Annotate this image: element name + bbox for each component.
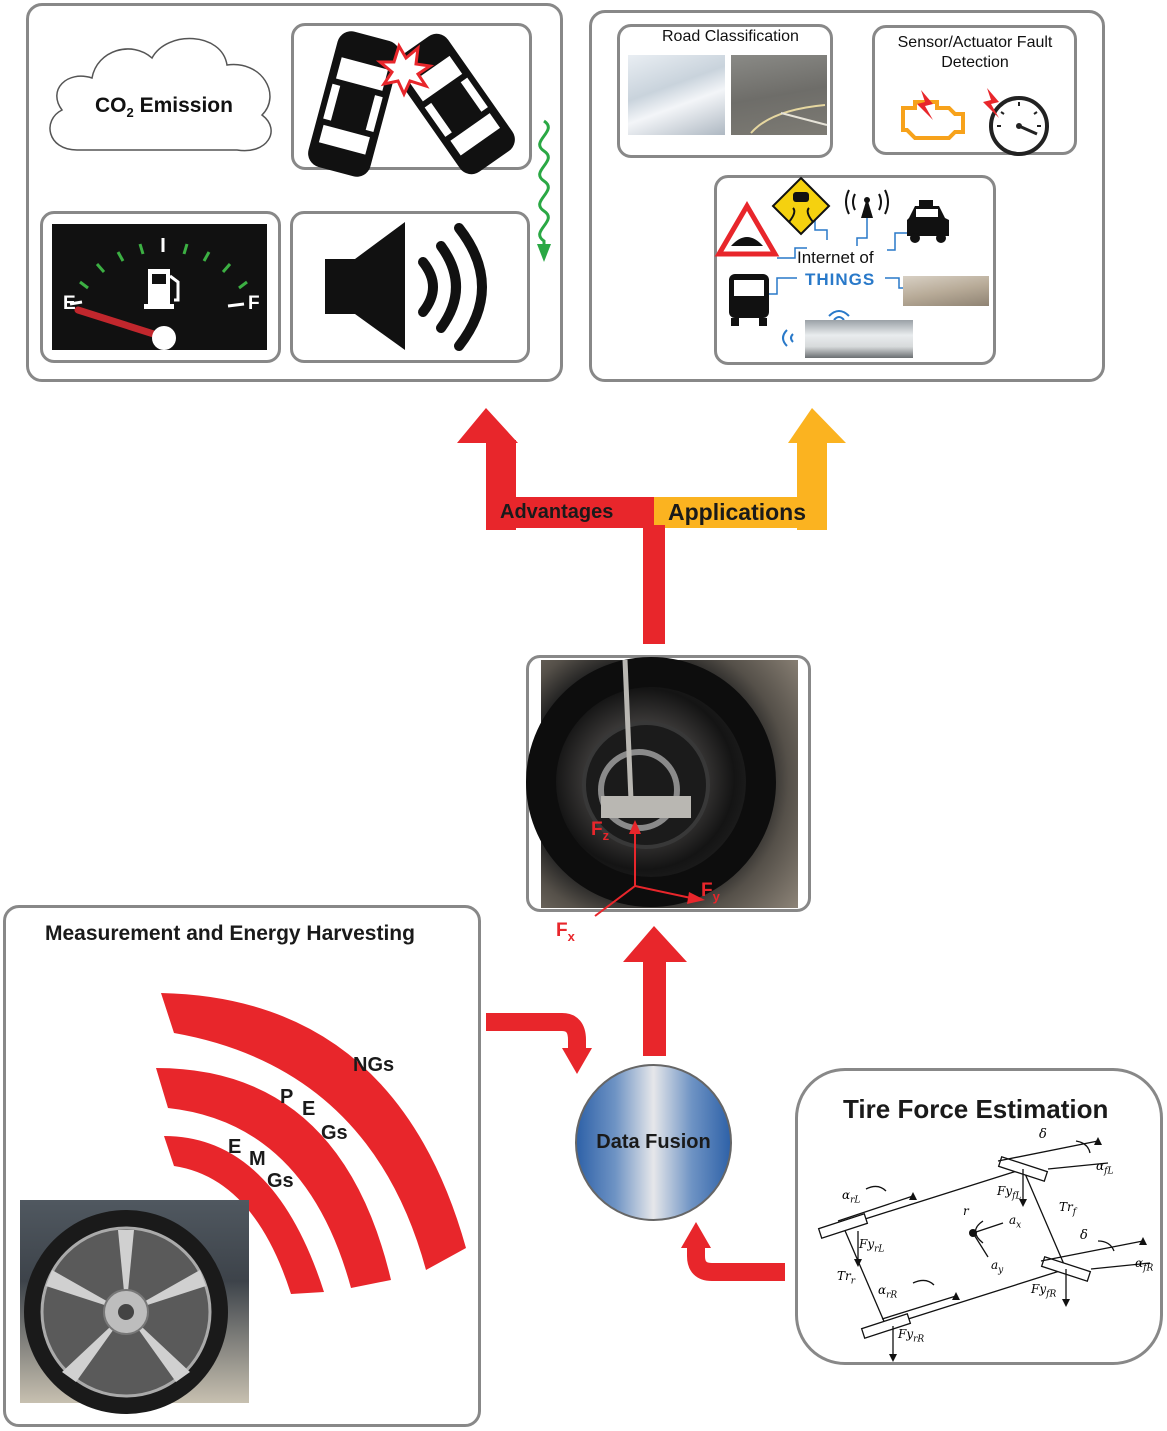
vehicle-model-diagram bbox=[817, 1137, 1151, 1362]
alpha-rl-label: αrL bbox=[842, 1188, 861, 1206]
cloud-icon bbox=[49, 37, 272, 152]
ngs-label: NGs bbox=[353, 1054, 395, 1076]
fault-detection-label: Sensor/Actuator Fault Detection bbox=[897, 34, 1053, 71]
fx-label: Fx bbox=[556, 920, 575, 944]
fy-rl-label: FyrL bbox=[859, 1237, 885, 1255]
data-fusion-node bbox=[575, 1064, 732, 1221]
alpha-fl-label: αfL bbox=[1096, 1159, 1114, 1177]
fz-label: Fz bbox=[591, 819, 610, 843]
road-classification-box: Road Classification bbox=[617, 24, 833, 158]
advantages-arrow-label: Advantages bbox=[500, 501, 614, 523]
fuel-full-label: F bbox=[248, 293, 260, 314]
emgs-e-label: E bbox=[228, 1136, 242, 1158]
tr-r-label: Trr bbox=[837, 1269, 856, 1287]
iot-label-line2: THINGS bbox=[805, 270, 876, 289]
fuel-gauge-box: E F bbox=[40, 211, 281, 363]
car-crash-box bbox=[291, 23, 532, 177]
road-classification-label: Road Classification bbox=[662, 28, 799, 45]
emgs-m-label: M bbox=[249, 1148, 266, 1170]
harvester-waves-icon bbox=[156, 993, 466, 1294]
measurement-panel: Measurement and Energy Harvesting NGs P … bbox=[3, 905, 481, 1427]
ax-label: ax bbox=[1009, 1213, 1022, 1231]
wheel-photo-box: Fz Fy bbox=[526, 655, 811, 917]
tire-force-panel: Tire Force Estimation bbox=[795, 1068, 1163, 1365]
speaker-icon bbox=[325, 222, 487, 351]
fy-label: Fy bbox=[701, 880, 720, 904]
pegs-gs-label: Gs bbox=[321, 1122, 348, 1144]
pegs-e-label: E bbox=[302, 1098, 316, 1120]
iot-label-line1: Internet of bbox=[797, 248, 874, 267]
suv-photo-image bbox=[805, 320, 913, 358]
tr-f-label: Trf bbox=[1059, 1200, 1077, 1218]
car-crash-icon bbox=[308, 31, 515, 177]
applications-arrow-label: Applications bbox=[668, 499, 807, 525]
fuel-gauge-icon bbox=[69, 238, 248, 350]
iot-network-icon bbox=[714, 176, 949, 347]
speedometer-icon bbox=[983, 88, 1049, 156]
iot-box: Internet of THINGS bbox=[714, 175, 996, 365]
fy-rr-label: FyrR bbox=[898, 1327, 925, 1345]
alpha-rr-label: αrR bbox=[878, 1283, 898, 1301]
data-fusion-label: Data Fusion bbox=[596, 1131, 711, 1153]
advantages-panel: CO2 Emission bbox=[26, 3, 563, 382]
snow-road-image bbox=[628, 55, 725, 135]
road-photo-image bbox=[903, 276, 989, 306]
tire-force-title: Tire Force Estimation bbox=[843, 1094, 1109, 1124]
vibration-wave-icon bbox=[537, 119, 551, 262]
fy-fr-label: FyfR bbox=[1031, 1282, 1057, 1300]
measurement-title: Measurement and Energy Harvesting bbox=[45, 922, 415, 945]
pegs-p-label: P bbox=[280, 1086, 294, 1108]
alloy-wheel-icon bbox=[24, 1210, 228, 1414]
delta-front-right-label: δ bbox=[1080, 1228, 1088, 1243]
alpha-fr-label: αfR bbox=[1135, 1256, 1154, 1274]
engine-warning-icon bbox=[901, 90, 965, 140]
applications-panel: Road Classification Sensor/Actuator Faul… bbox=[589, 10, 1105, 382]
noise-box bbox=[290, 211, 530, 363]
ay-label: ay bbox=[991, 1258, 1004, 1276]
fuel-empty-label: E bbox=[63, 293, 76, 314]
fault-detection-box: Sensor/Actuator Fault Detection bbox=[872, 25, 1077, 156]
delta-front-left-label: δ bbox=[1039, 1127, 1047, 1142]
fy-fl-label: FyfL bbox=[997, 1184, 1022, 1202]
yaw-rate-label: r bbox=[963, 1204, 969, 1218]
co2-emission-label: CO2 Emission bbox=[95, 94, 233, 121]
emgs-gs-label: Gs bbox=[267, 1170, 294, 1192]
